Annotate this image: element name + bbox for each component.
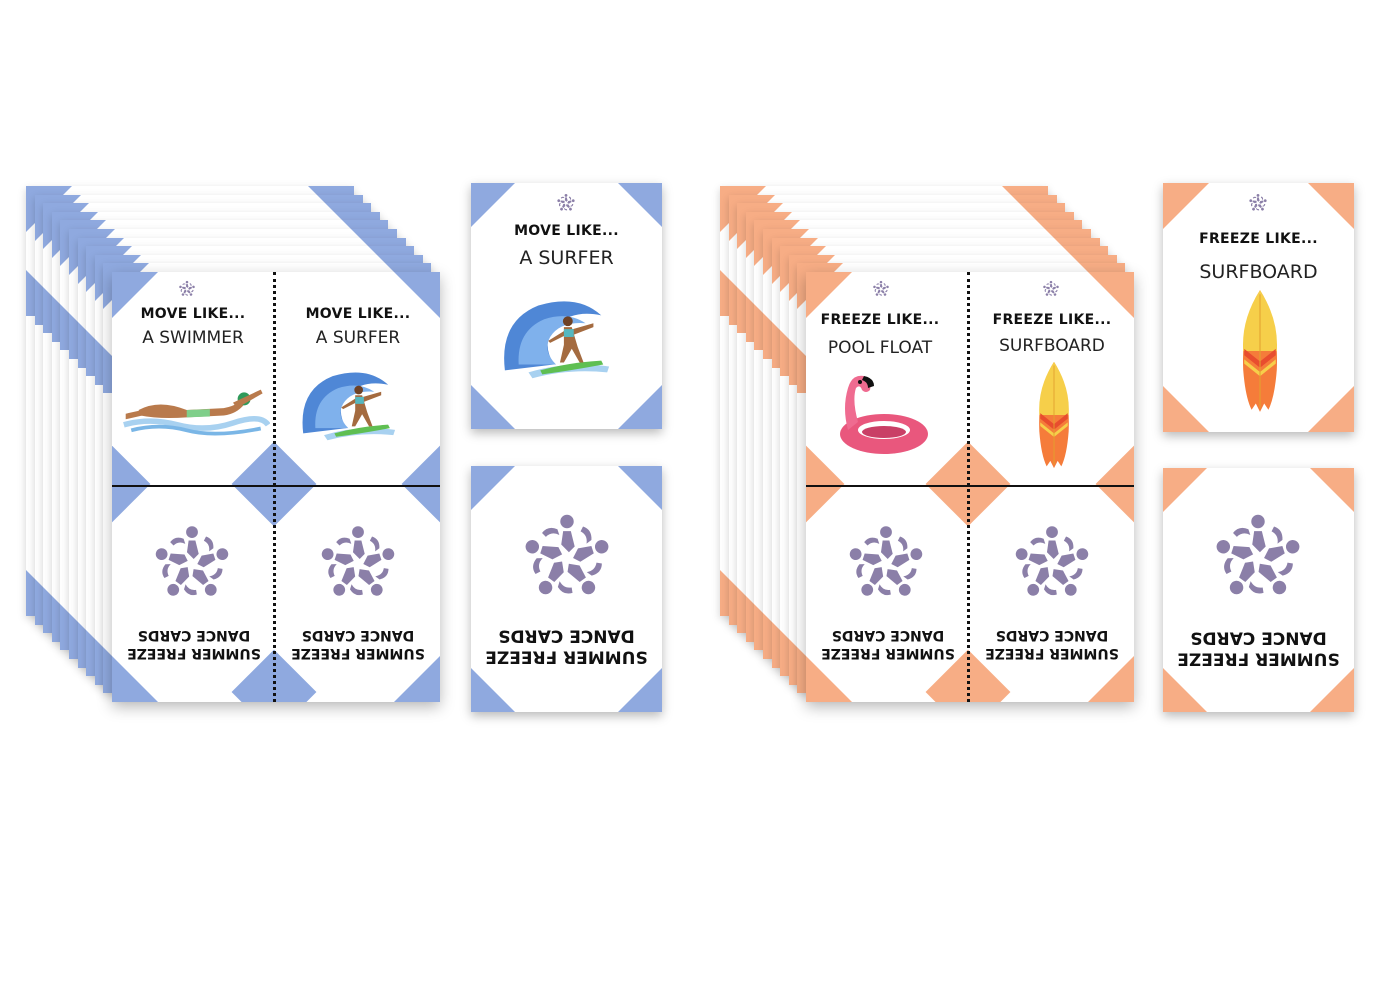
back-title: SUMMER FREEZE DANCE CARDS <box>970 626 1134 662</box>
vertical-cut-line <box>967 272 970 702</box>
card-corner-decoration <box>1308 386 1354 432</box>
card-name: A SWIMMER <box>142 328 244 348</box>
card-corner-decoration <box>1163 668 1207 712</box>
logo-icon <box>1010 522 1094 606</box>
sheet-corner-decoration <box>394 656 440 702</box>
card-heading: MOVE LIKE... <box>305 306 411 322</box>
back-title-line2: DANCE CARDS <box>498 625 635 646</box>
back-title-line1: SUMMER FREEZE <box>485 646 648 667</box>
move-card-back: SUMMER FREEZE DANCE CARDS <box>471 466 662 712</box>
logo-icon <box>150 522 234 606</box>
card-corner-decoration <box>618 668 662 712</box>
edge-diamond <box>401 441 440 527</box>
fold-line <box>112 485 440 487</box>
edge-diamond <box>112 441 151 527</box>
back-title: SUMMER FREEZE DANCE CARDS <box>1163 626 1354 669</box>
fold-line <box>806 485 1134 487</box>
back-title-line1: SUMMER FREEZE <box>985 645 1119 661</box>
card-heading: FREEZE LIKE... <box>992 312 1112 328</box>
card-corner-decoration <box>1310 468 1354 512</box>
card-heading: MOVE LIKE... <box>140 306 246 322</box>
logo-icon <box>556 193 576 213</box>
logo-icon <box>1248 193 1268 213</box>
vertical-cut-line <box>273 272 276 702</box>
sheet-corner-decoration <box>1088 272 1134 318</box>
logo-icon <box>872 280 890 298</box>
back-title-line2: DANCE CARDS <box>137 627 251 644</box>
logo-icon <box>844 522 928 606</box>
sheet-corner-decoration <box>806 656 852 702</box>
surfboard-icon <box>1034 360 1074 470</box>
edge-diamond <box>1095 441 1134 527</box>
back-title-line1: SUMMER FREEZE <box>291 645 425 661</box>
back-title-line2: DANCE CARDS <box>301 627 415 644</box>
back-title-line1: SUMMER FREEZE <box>1177 648 1340 669</box>
sheet-corner-decoration <box>112 272 158 318</box>
card-heading: MOVE LIKE... <box>514 223 619 239</box>
back-title-line1: SUMMER FREEZE <box>127 645 261 661</box>
back-title: SUMMER FREEZE DANCE CARDS <box>112 626 276 662</box>
card-corner-decoration <box>471 668 515 712</box>
card-name: SURFBOARD <box>1199 261 1318 283</box>
card-corner-decoration <box>471 466 515 510</box>
card-corner-decoration <box>471 385 515 429</box>
surfer-on-wave-icon <box>499 291 617 381</box>
logo-icon <box>519 510 615 606</box>
back-title: SUMMER FREEZE DANCE CARDS <box>471 624 662 667</box>
swimmer-icon <box>122 382 270 438</box>
card-name: POOL FLOAT <box>827 338 933 358</box>
card-corner-decoration <box>1308 183 1354 229</box>
surfer-on-wave-icon <box>298 364 402 442</box>
card-corner-decoration <box>1310 668 1354 712</box>
card-corner-decoration <box>618 466 662 510</box>
back-title: SUMMER FREEZE DANCE CARDS <box>276 626 440 662</box>
freeze-printable-sheet: FREEZE LIKE... POOL FLOAT FREEZE LIKE...… <box>806 272 1134 702</box>
flamingo-pool-float-icon <box>832 368 932 458</box>
sheet-corner-decoration <box>394 272 440 318</box>
sheet-corner-decoration <box>112 656 158 702</box>
move-card-front: MOVE LIKE... A SURFER <box>471 183 662 429</box>
card-corner-decoration <box>618 385 662 429</box>
surfboard-icon <box>1239 287 1281 415</box>
card-corner-decoration <box>471 183 515 227</box>
logo-icon <box>1210 510 1306 606</box>
card-corner-decoration <box>1163 183 1209 229</box>
card-name: SURFBOARD <box>999 336 1105 356</box>
logo-icon <box>1042 280 1060 298</box>
back-title-line2: DANCE CARDS <box>1190 627 1327 648</box>
back-title-line2: DANCE CARDS <box>831 627 945 644</box>
freeze-card-front: FREEZE LIKE... SURFBOARD <box>1163 183 1354 432</box>
move-printable-sheet: MOVE LIKE... A SWIMMER MOVE LIKE... A SU… <box>112 272 440 702</box>
back-title: SUMMER FREEZE DANCE CARDS <box>806 626 970 662</box>
logo-icon <box>316 522 400 606</box>
card-corner-decoration <box>618 183 662 227</box>
card-heading: FREEZE LIKE... <box>820 312 940 328</box>
back-title-line1: SUMMER FREEZE <box>821 645 955 661</box>
card-heading: FREEZE LIKE... <box>1199 231 1318 247</box>
freeze-card-back: SUMMER FREEZE DANCE CARDS <box>1163 468 1354 712</box>
back-title-line2: DANCE CARDS <box>995 627 1109 644</box>
card-corner-decoration <box>1163 468 1207 512</box>
card-corner-decoration <box>1163 386 1209 432</box>
sheet-corner-decoration <box>1088 656 1134 702</box>
card-name: A SURFER <box>315 328 401 348</box>
sheet-corner-decoration <box>806 272 852 318</box>
card-name: A SURFER <box>519 247 614 269</box>
logo-icon <box>178 280 196 298</box>
